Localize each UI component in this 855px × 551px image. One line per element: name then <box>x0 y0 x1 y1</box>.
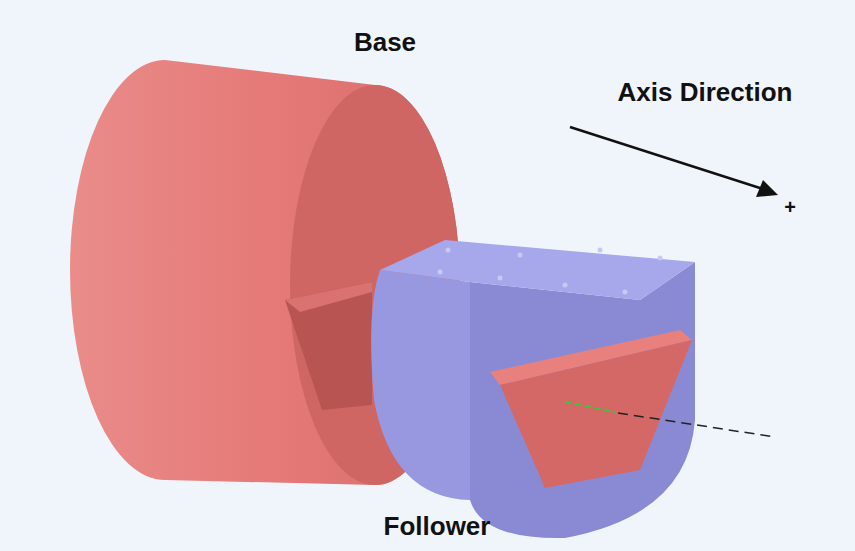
arrow-head <box>756 180 778 197</box>
bolt-holes <box>438 248 663 295</box>
rail-left-top <box>285 282 372 312</box>
axis-label: Axis Direction <box>618 77 793 108</box>
rail-right <box>500 340 692 488</box>
follower-top <box>380 240 695 300</box>
follower-side <box>371 270 470 500</box>
axis-line <box>618 413 775 437</box>
part-label: Base <box>354 27 416 58</box>
follower-front <box>470 262 695 538</box>
axis-line-inner <box>565 402 615 412</box>
direction-arrow <box>570 127 763 189</box>
sign-label: + <box>784 196 796 219</box>
part-label: Follower <box>384 511 491 542</box>
rail-left <box>285 282 372 410</box>
